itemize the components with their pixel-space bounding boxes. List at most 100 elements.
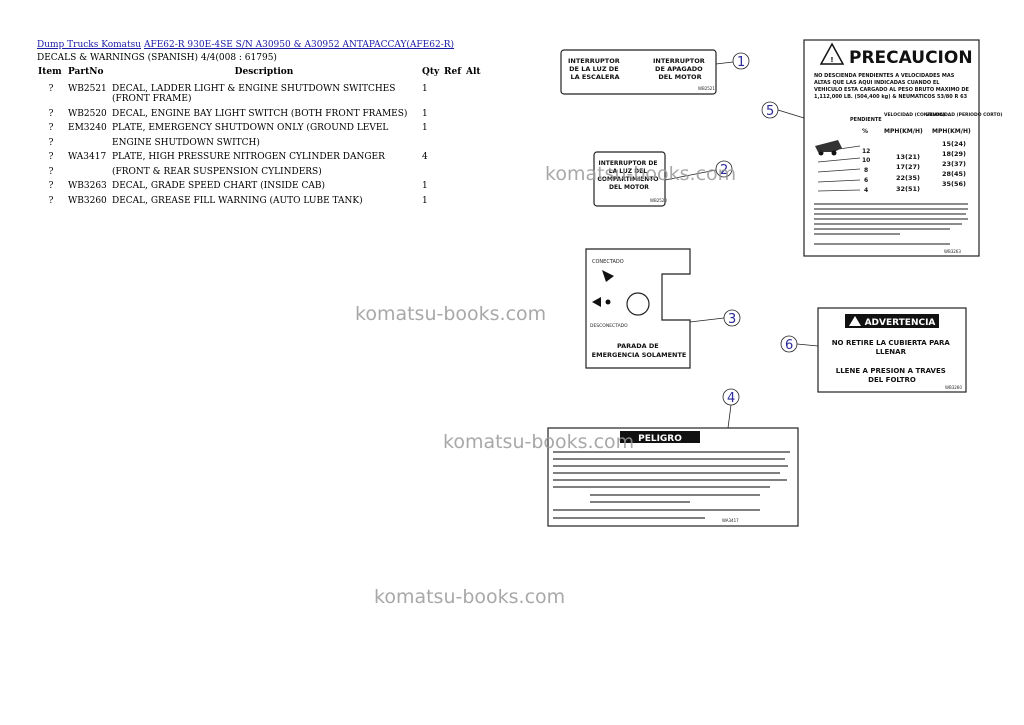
svg-text:10: 10	[862, 157, 870, 164]
decal-1-code: WB2521	[698, 86, 715, 91]
decal-5-intro-line: ALTAS QUE LAS AQUI INDICADAS CUANDO EL	[814, 80, 940, 86]
row-qty: 1	[422, 108, 428, 119]
decal-4-fine-print	[553, 451, 790, 519]
row-item: ?	[48, 195, 54, 206]
decal-4-title: PELIGRO	[638, 434, 682, 444]
section-title: DECALS & WARNINGS (SPANISH) 4/4(008 : 61…	[37, 53, 277, 63]
breadcrumb-link-model[interactable]: AFE62-R 930E-4SE S/N A30950 & A30952 ANT…	[143, 40, 455, 50]
svg-text:6: 6	[864, 177, 868, 184]
decal-5-fine-print	[814, 203, 968, 245]
callout-5: 5	[766, 104, 774, 119]
decal-6-line: LLENE A PRESION A TRAVES	[836, 367, 946, 375]
svg-text:13(21): 13(21)	[896, 153, 920, 161]
decal-3-side-label: DESCONECTADO	[590, 323, 628, 329]
danger-banner	[620, 431, 700, 443]
svg-text:INTERRUPTOR DE APAGADO: INTERRUPTOR DE APAGADO DEL MOTOR	[653, 57, 707, 81]
row-partno: WA3417	[68, 152, 107, 162]
row-qty: 1	[422, 181, 428, 191]
decal-5-col-grade: PENDIENTE	[850, 117, 882, 123]
callout-3: 3	[728, 312, 736, 327]
svg-text:!: !	[830, 56, 833, 64]
table-row: ? WA3417 PLATE, HIGH PRESSURE NITROGEN C…	[36, 150, 488, 165]
callout-4: 4	[727, 391, 735, 406]
row-item: ?	[48, 166, 54, 177]
row-qty: 1	[422, 83, 428, 94]
svg-text:NO RETIRE LA CUBIERTA PARA: NO RETIRE LA CUBIERTA PARA LLENAR LLENE …	[832, 339, 953, 384]
svg-text:35(56): 35(56)	[942, 180, 966, 188]
watermark: komatsu-books.com	[355, 303, 547, 325]
svg-text:18(29): 18(29)	[942, 150, 966, 158]
decal-4: PELIGRO WA3417	[547, 427, 799, 527]
header-item: Item	[38, 67, 62, 77]
row-description: DECAL, GREASE FILL WARNING (AUTO LUBE TA…	[112, 195, 363, 206]
decal-5-unit-cont: MPH(KM/H)	[884, 128, 923, 135]
row-description: DECAL, ENGINE BAY LIGHT SWITCH (BOTH FRO…	[112, 108, 408, 119]
row-description: ENGINE SHUTDOWN SWITCH)	[112, 137, 260, 148]
decal-5-unit-grade: %	[862, 128, 868, 135]
table-row: ? WB3260 DECAL, GREASE FILL WARNING (AUT…	[36, 194, 488, 209]
decal-1-right-line: DEL MOTOR	[658, 73, 701, 81]
row-item: ?	[48, 181, 54, 191]
decal-1-left-line: LA ESCALERA	[571, 73, 620, 81]
decal-6: ADVERTENCIA NO RETIRE LA CUBIERTA PARA L…	[817, 307, 967, 393]
table-row: ? (FRONT & REAR SUSPENSION CYLINDERS)	[36, 165, 488, 180]
header-ref: Ref	[444, 67, 462, 77]
row-description: DECAL, LADDER LIGHT & ENGINE SHUTDOWN SW…	[112, 83, 396, 105]
row-partno: EM3240	[68, 123, 107, 133]
advertencia-banner	[845, 314, 939, 328]
decal-5-col-short: VELOCIDAD (PERIODO CORTO)	[926, 112, 1002, 118]
warning-triangle-icon	[849, 316, 861, 326]
row-description: PLATE, HIGH PRESSURE NITROGEN CYLINDER D…	[112, 152, 385, 162]
row-description: PLATE, EMERGENCY SHUTDOWN ONLY (GROUND L…	[112, 123, 389, 133]
watermark: komatsu-books.com	[443, 431, 635, 453]
table-row: ? WB2520 DECAL, ENGINE BAY LIGHT SWITCH …	[36, 107, 488, 122]
decal-6-code: WB3260	[945, 385, 962, 390]
svg-text:28(45): 28(45)	[942, 170, 966, 178]
truck-icon	[815, 140, 842, 156]
decal-3-bottom-line: PARADA DE	[617, 342, 659, 350]
grade-row: 4 32(51) 35(56)	[817, 180, 966, 194]
decal-5-intro-line: VEHICULO ESTA CARGADO AL PESO BRUTO MAXI…	[814, 87, 969, 93]
decal-5: ! PRECAUCION NO DESCIENDA PENDIENTES A V…	[803, 39, 1002, 257]
svg-text:17(27): 17(27)	[896, 163, 920, 171]
decal-2-line: DEL MOTOR	[609, 184, 649, 191]
decal-2-code: WB2520	[650, 198, 667, 203]
row-item: ?	[48, 152, 54, 162]
row-item: ?	[48, 123, 54, 133]
decal-1-left-line: DE LA LUZ DE	[569, 65, 619, 73]
decal-6-line: DEL FOLTRO	[868, 376, 916, 384]
callout-1: 1	[737, 55, 745, 70]
table-header-row: Item PartNo Description Qty Ref Alt	[36, 66, 488, 82]
watermark: komatsu-books.com	[374, 586, 566, 608]
row-qty	[418, 136, 442, 151]
row-qty: 4	[422, 152, 428, 162]
svg-text:PARADA DE EMERGENCIA SOL: PARADA DE EMERGENCIA SOLAMENTE	[592, 342, 687, 359]
breadcrumb-link-dump-trucks[interactable]: Dump Trucks Komatsu	[37, 40, 142, 50]
decal-3: CONECTADO DESCONECTADO PARADA DE EMERGEN…	[585, 248, 691, 369]
decal-4-code: WA3417	[722, 518, 739, 523]
decal-5-title: PRECAUCION	[849, 48, 973, 68]
decal-diagram: INTERRUPTOR DE LA LUZ DE LA ESCALERA INT…	[547, 39, 1002, 527]
dot-icon	[605, 299, 611, 305]
decal-1: INTERRUPTOR DE LA LUZ DE LA ESCALERA INT…	[560, 49, 717, 95]
row-item: ?	[48, 137, 54, 148]
svg-text:8: 8	[864, 167, 868, 174]
row-qty	[418, 165, 442, 180]
decal-2: INTERRUPTOR DE LA LUZ DEL COMPARTIMIENTO…	[593, 151, 667, 207]
callout-6: 6	[785, 338, 793, 353]
svg-text:15(24): 15(24)	[942, 140, 966, 148]
arrow-left-icon	[592, 297, 601, 307]
grade-row: 12 13(21) 18(29)	[817, 145, 966, 161]
svg-text:4: 4	[864, 187, 868, 194]
decal-5-code: WB3263	[944, 249, 961, 254]
svg-text:32(51): 32(51)	[896, 185, 920, 193]
decal-2-line: COMPARTIMIENTO	[597, 176, 658, 183]
decal-5-col-cont: VELOCIDAD (CONTINUA)	[884, 112, 945, 118]
row-partno: WB2520	[68, 108, 107, 119]
row-item: ?	[48, 83, 54, 94]
row-partno: WB2521	[68, 83, 107, 94]
svg-text:NO DESCIENDA PENDIENTES A VELO: NO DESCIENDA PENDIENTES A VELOCIDADES MA…	[814, 73, 971, 100]
grade-row: 8 22(35) 28(45)	[817, 167, 966, 182]
decal-6-line: LLENAR	[876, 348, 907, 356]
header-partno: PartNo	[68, 67, 104, 77]
